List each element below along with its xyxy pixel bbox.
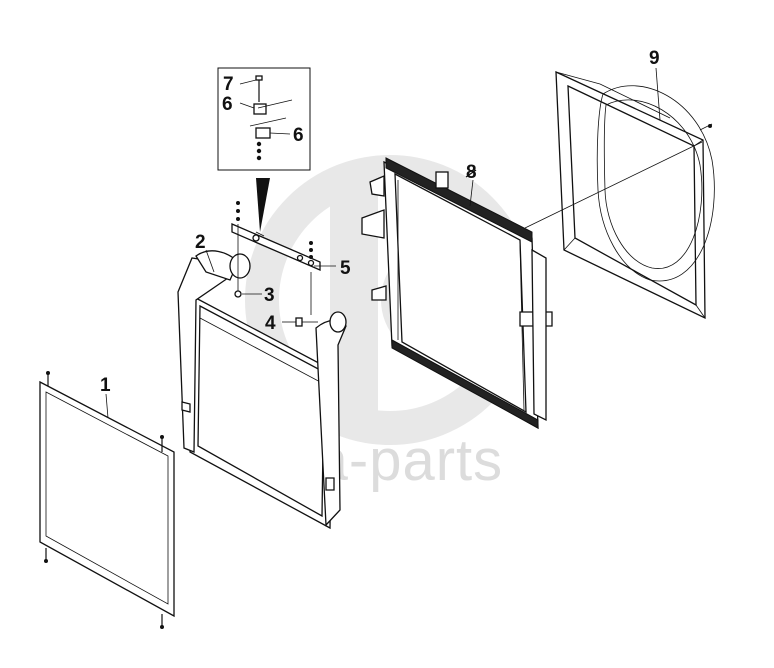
detail-inset [217,67,311,171]
intercooler [177,250,347,530]
callout-1: 1 [100,375,111,396]
grille-screen [39,371,175,629]
callout-6-upper: 6 [222,94,233,115]
callout-4: 4 [265,313,276,334]
callout-8: 8 [466,162,477,183]
bolt-3 [234,254,242,298]
leader-line [524,141,703,229]
bolt-4 [295,317,318,327]
fastener-stack-left [236,201,240,254]
callout-2: 2 [195,232,206,253]
inset-pointer [256,178,270,232]
callout-7: 7 [223,74,234,95]
fastener-stack-right [309,241,313,315]
fan-shroud [555,70,715,320]
callout-6-lower: 6 [293,125,304,146]
bracket [231,223,321,271]
callout-5: 5 [340,258,351,279]
callout-3: 3 [264,285,275,306]
leader-lines [105,67,661,419]
callout-9: 9 [649,48,660,69]
radiator [361,157,553,430]
